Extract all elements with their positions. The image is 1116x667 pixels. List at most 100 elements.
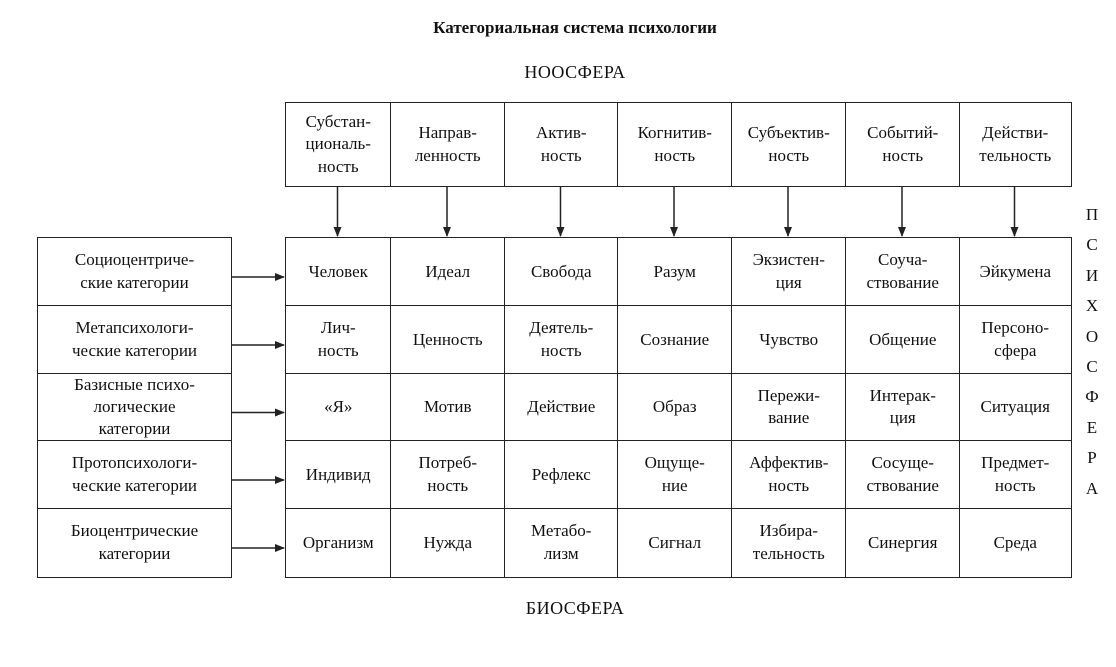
row-label-4-text: Протопсихологи- ческие категории bbox=[71, 453, 198, 495]
cell-r3-c7: Ситуация bbox=[959, 373, 1072, 442]
cell-r2-c7-text: Персоно- сфера bbox=[981, 318, 1050, 360]
cell-r1-c1: Человек bbox=[285, 237, 392, 307]
side-letter-10: А bbox=[1085, 478, 1099, 498]
cell-r3-c4-text: Образ bbox=[652, 397, 697, 417]
cell-r5-c1-text: Организм bbox=[302, 532, 374, 552]
cell-r3-c4: Образ bbox=[617, 373, 733, 442]
cell-r3-c1: «Я» bbox=[285, 373, 392, 442]
cell-r4-c5: Аффектив- ность bbox=[731, 440, 847, 510]
cell-r4-c2-text: Потреб- ность bbox=[418, 453, 478, 495]
cell-r2-c3: Деятель- ность bbox=[504, 305, 619, 375]
cell-r2-c5-text: Чувство bbox=[759, 329, 819, 349]
cell-r2-c2-text: Ценность bbox=[412, 329, 483, 349]
column-header-1: Субстан- циональ- ность bbox=[285, 102, 392, 187]
row-label-2-text: Метапсихологи- ческие категории bbox=[71, 318, 198, 360]
cell-r4-c3-text: Рефлекс bbox=[531, 464, 591, 484]
cell-r2-c1: Лич- ность bbox=[285, 305, 392, 375]
column-header-6-text: Событий- ность bbox=[867, 123, 939, 165]
cell-r3-c3-text: Действие bbox=[527, 397, 596, 417]
cell-r5-c7-text: Среда bbox=[993, 532, 1037, 552]
cell-r1-c3-text: Свобода bbox=[530, 261, 592, 281]
cell-r3-c6: Интерак- ция bbox=[845, 373, 961, 442]
cell-r5-c4-text: Сигнал bbox=[648, 532, 702, 552]
row-label-5: Биоцентрические категории bbox=[37, 508, 232, 578]
side-letter-9: Р bbox=[1087, 448, 1097, 468]
biosphere-label: БИОСФЕРА bbox=[525, 598, 625, 618]
column-header-3-text: Актив- ность bbox=[535, 123, 587, 165]
cell-r4-c4-text: Ощуще- ние bbox=[644, 453, 705, 495]
cell-r2-c1-text: Лич- ность bbox=[317, 318, 359, 360]
cell-r4-c4: Ощуще- ние bbox=[617, 440, 733, 510]
side-letter-5: О bbox=[1085, 326, 1099, 346]
cell-r1-c4-text: Разум bbox=[653, 261, 696, 281]
cell-r1-c2-text: Идеал bbox=[425, 261, 471, 281]
cell-r5-c7: Среда bbox=[959, 508, 1072, 578]
row-label-4: Протопсихологи- ческие категории bbox=[37, 440, 232, 510]
cell-r2-c4-text: Сознание bbox=[640, 329, 710, 349]
cell-r3-c6-text: Интерак- ция bbox=[869, 385, 936, 428]
column-header-4-text: Когнитив- ность bbox=[637, 123, 712, 165]
cell-r1-c6: Соуча- ствование bbox=[845, 237, 961, 307]
side-letter-1: П bbox=[1085, 205, 1099, 224]
cell-r2-c5: Чувство bbox=[731, 305, 847, 375]
cell-r1-c4: Разум bbox=[617, 237, 733, 307]
cell-r5-c1: Организм bbox=[285, 508, 392, 578]
row-label-2: Метапсихологи- ческие категории bbox=[37, 305, 232, 375]
cell-r3-c3: Действие bbox=[504, 373, 619, 442]
cell-r4-c6: Сосуще- ствование bbox=[845, 440, 961, 510]
column-header-1-text: Субстан- циональ- ность bbox=[305, 111, 371, 176]
noosphere-label: НООСФЕРА bbox=[524, 62, 626, 82]
column-header-5-text: Субъектив- ность bbox=[747, 123, 830, 165]
column-header-2: Направ- ленность bbox=[390, 102, 506, 187]
cell-r4-c3: Рефлекс bbox=[504, 440, 619, 510]
side-letter-4: Х bbox=[1085, 296, 1099, 316]
column-header-6: Событий- ность bbox=[845, 102, 961, 187]
row-label-3-text: Базисные психо- логические категории bbox=[74, 374, 195, 439]
diagram-title: Категориальная система психологии bbox=[433, 18, 717, 37]
cell-r1-c7-text: Эйкумена bbox=[979, 261, 1052, 281]
cell-r2-c2: Ценность bbox=[390, 305, 506, 375]
cell-r1-c2: Идеал bbox=[390, 237, 506, 307]
cell-r5-c3-text: Метабо- лизм bbox=[531, 521, 592, 563]
cell-r4-c6-text: Сосуще- ствование bbox=[866, 453, 939, 495]
cell-r5-c5-text: Избира- тельность bbox=[752, 521, 825, 563]
cell-r1-c5-text: Экзистен- ция bbox=[752, 250, 825, 292]
side-letter-7: Ф bbox=[1085, 387, 1099, 407]
column-header-5: Субъектив- ность bbox=[731, 102, 847, 187]
row-label-3: Базисные психо- логические категории bbox=[37, 373, 232, 442]
cell-r4-c7-text: Предмет- ность bbox=[981, 453, 1050, 495]
cell-r5-c5: Избира- тельность bbox=[731, 508, 847, 578]
cell-r5-c2-text: Нужда bbox=[423, 532, 473, 552]
cell-r5-c6: Синергия bbox=[845, 508, 961, 578]
column-header-2-text: Направ- ленность bbox=[414, 123, 481, 165]
row-label-1-text: Социоцентриче- ские категории bbox=[74, 250, 195, 292]
cell-r1-c7: Эйкумена bbox=[959, 237, 1072, 307]
cell-r1-c6-text: Соуча- ствование bbox=[866, 250, 939, 292]
cell-r3-c5-text: Пережи- вание bbox=[757, 385, 820, 428]
cell-r1-c5: Экзистен- ция bbox=[731, 237, 847, 307]
cell-r4-c1-text: Индивид bbox=[305, 464, 371, 484]
column-header-4: Когнитив- ность bbox=[617, 102, 733, 187]
cell-r4-c1: Индивид bbox=[285, 440, 392, 510]
cell-r2-c6-text: Общение bbox=[869, 329, 937, 349]
cell-r4-c7: Предмет- ность bbox=[959, 440, 1072, 510]
cell-r2-c7: Персоно- сфера bbox=[959, 305, 1072, 375]
cell-r3-c5: Пережи- вание bbox=[731, 373, 847, 442]
cell-r1-c3: Свобода bbox=[504, 237, 619, 307]
column-header-7: Действи- тельность bbox=[959, 102, 1072, 187]
cell-r3-c2: Мотив bbox=[390, 373, 506, 442]
side-letter-6: С bbox=[1086, 356, 1098, 376]
cell-r5-c6-text: Синергия bbox=[868, 532, 938, 552]
cell-r1-c1-text: Человек bbox=[308, 261, 368, 281]
side-letter-3: И bbox=[1085, 265, 1099, 285]
cell-r3-c1-text: «Я» bbox=[324, 397, 353, 417]
column-header-3: Актив- ность bbox=[504, 102, 619, 187]
cell-r3-c7-text: Ситуация bbox=[980, 397, 1050, 417]
cell-r2-c3-text: Деятель- ность bbox=[529, 318, 594, 360]
side-letter-2: С bbox=[1086, 235, 1098, 255]
cell-r4-c5-text: Аффектив- ность bbox=[749, 453, 829, 495]
cell-r3-c2-text: Мотив bbox=[423, 397, 472, 417]
row-label-5-text: Биоцентрические категории bbox=[70, 521, 199, 563]
